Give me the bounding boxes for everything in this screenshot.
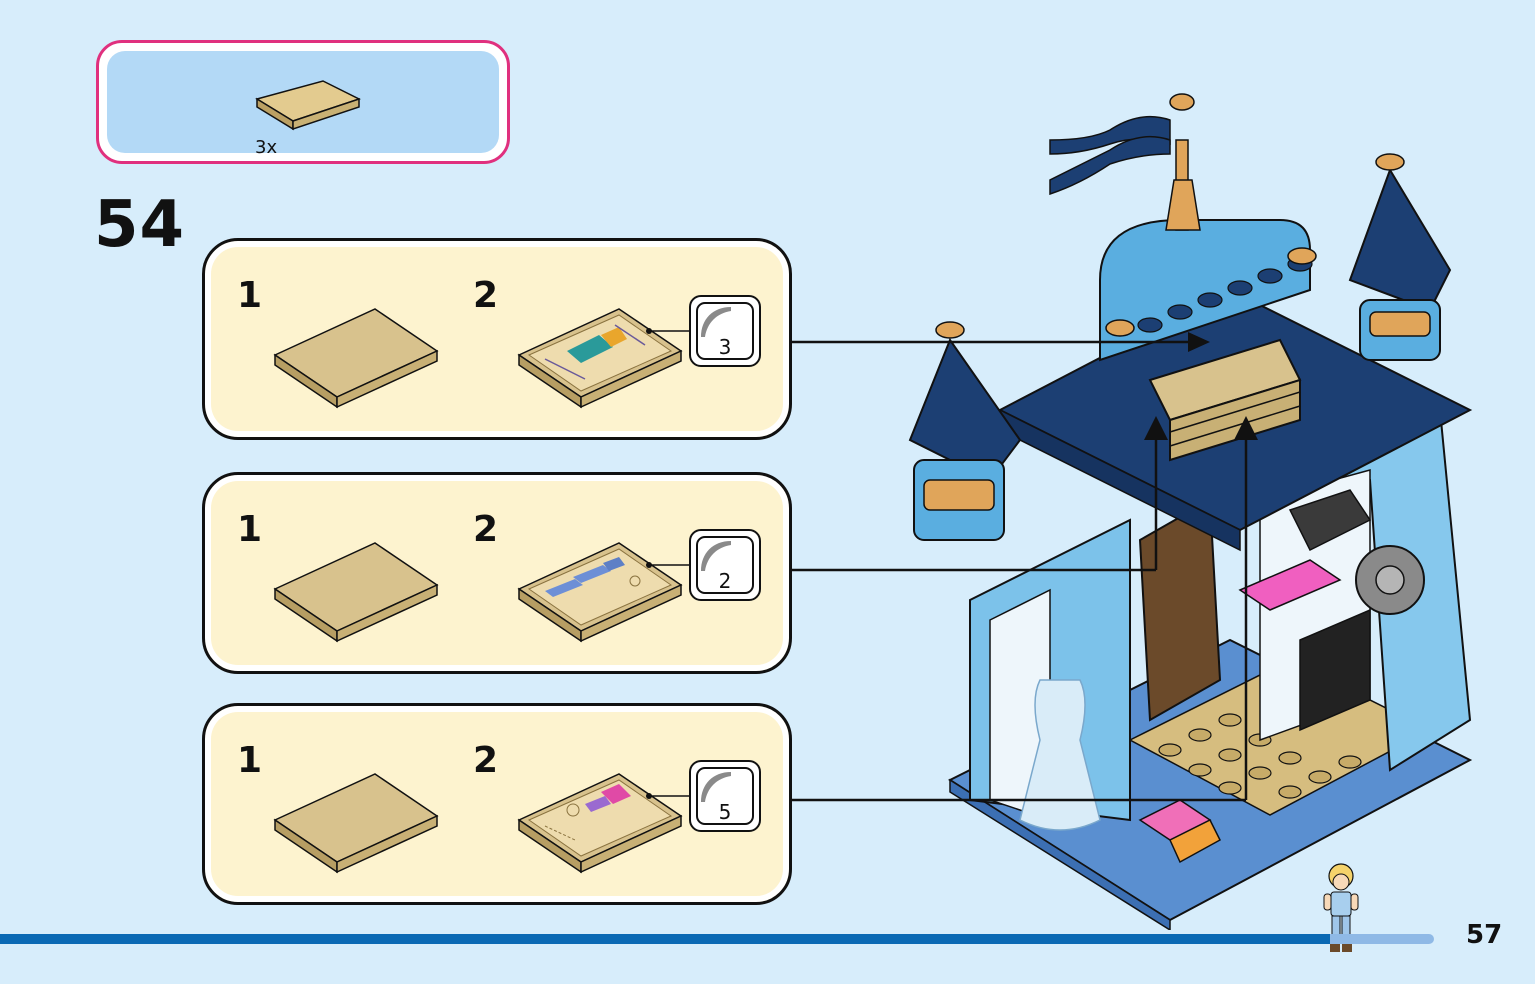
tan-tile-icon xyxy=(273,308,439,409)
pink-table xyxy=(1238,559,1342,611)
sticker-number: 3 xyxy=(718,335,732,359)
arrow-head-3 xyxy=(1234,416,1258,440)
page-number: 57 xyxy=(1466,920,1503,950)
sticker-peel-icon xyxy=(701,307,731,337)
sticker-dress-sketch-icon xyxy=(517,773,683,874)
parts-list-callout: 3x xyxy=(96,40,510,164)
substep-label-1: 1 xyxy=(237,275,263,316)
leader-line xyxy=(646,793,693,799)
tan-tile-icon xyxy=(273,542,439,643)
substep-label-1: 1 xyxy=(237,509,263,550)
page-progress-bar xyxy=(0,934,1330,944)
dress-form xyxy=(1019,679,1101,831)
substep-panel-1: 1 2 3 xyxy=(202,238,792,440)
tan-tile-icon xyxy=(255,80,361,131)
tan-tile-icon xyxy=(273,773,439,874)
leader-line xyxy=(646,328,693,334)
substep-label-1: 1 xyxy=(237,740,263,781)
substep-label-2: 2 xyxy=(473,275,499,316)
parts-list-inner: 3x xyxy=(107,51,499,158)
parts-quantity: 3x xyxy=(255,137,278,158)
substep-label-2: 2 xyxy=(473,509,499,550)
sewing-machine xyxy=(1288,489,1372,552)
floor-studs xyxy=(1158,713,1362,799)
sticker-number: 2 xyxy=(718,569,732,593)
substep-panel-2: 1 2 2 xyxy=(202,472,792,674)
leader-line xyxy=(646,562,693,568)
callout-arrows xyxy=(792,332,1258,802)
sticker-map-icon xyxy=(517,308,683,409)
sticker-reference-box: 5 xyxy=(689,760,761,832)
arrow-head-2 xyxy=(1144,416,1168,440)
castle-model-illustration xyxy=(908,93,1473,930)
substep-label-2: 2 xyxy=(473,740,499,781)
arrow-head-1 xyxy=(1188,332,1210,352)
substep-panel-3: 1 2 5 xyxy=(202,703,792,905)
sticker-reference-box: 2 xyxy=(689,529,761,601)
sticker-dress-pattern-icon xyxy=(517,542,683,643)
sticker-peel-icon xyxy=(701,772,731,802)
right-turret-roof xyxy=(1348,167,1452,312)
page-progress-remaining xyxy=(1330,934,1434,944)
sticker-peel-icon xyxy=(701,541,731,571)
minifigure-progress-icon xyxy=(1323,863,1359,952)
step-number: 54 xyxy=(94,188,186,262)
sticker-number: 5 xyxy=(718,800,732,824)
sticker-reference-box: 3 xyxy=(689,295,761,367)
